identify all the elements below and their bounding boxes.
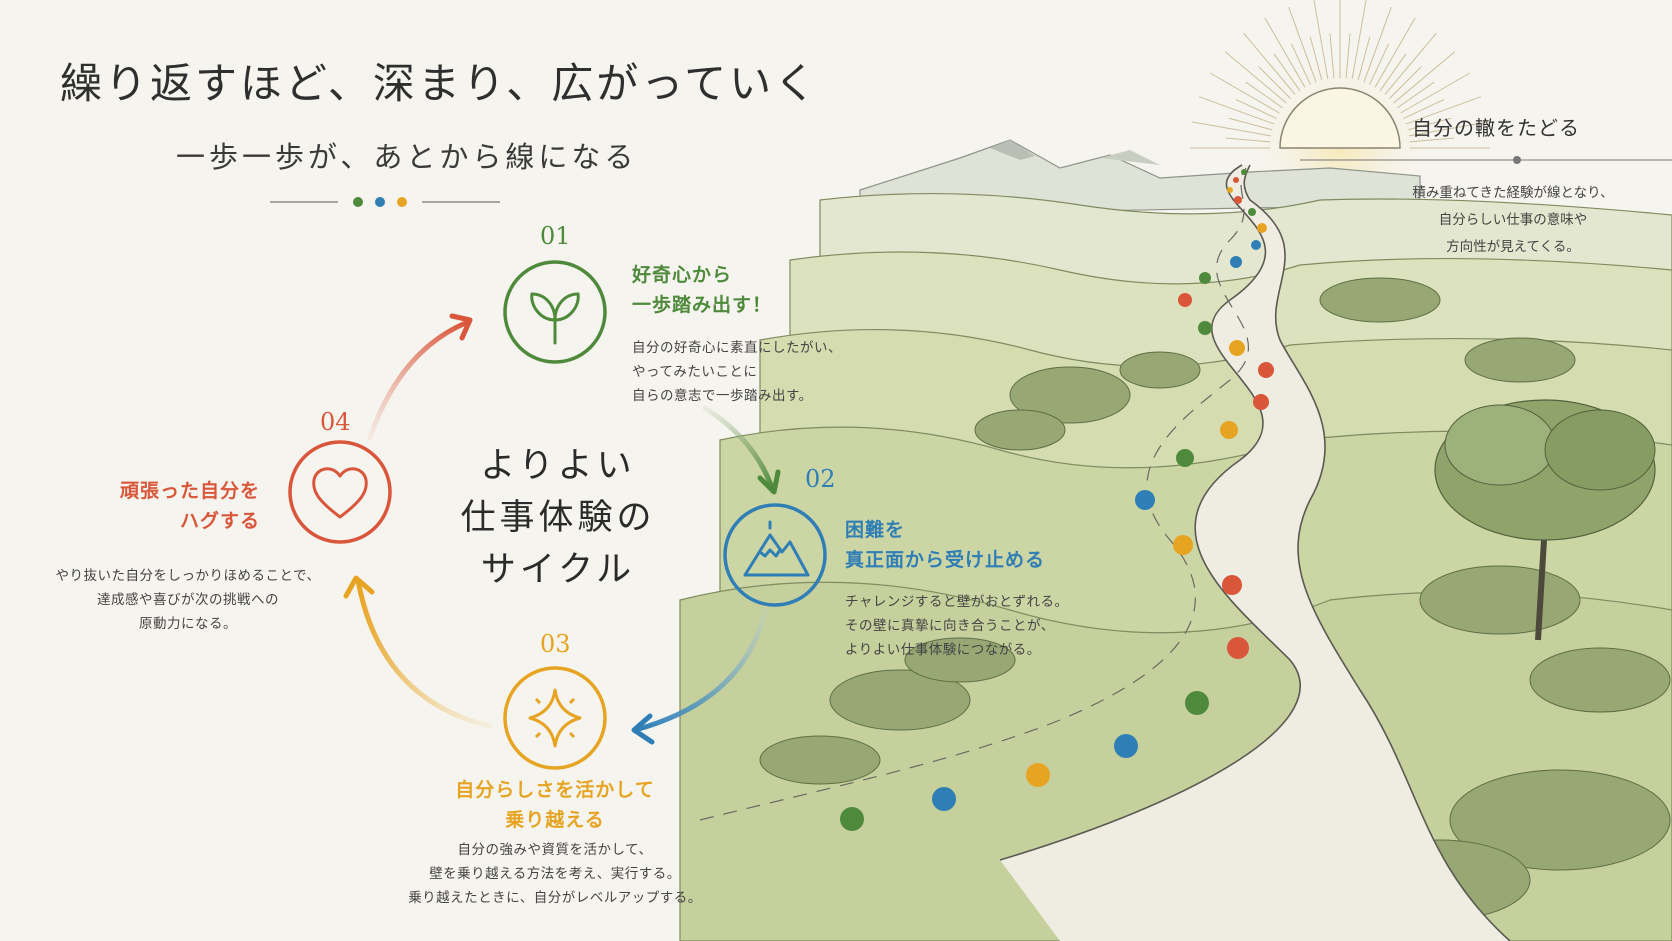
sun-ray [1225,137,1271,143]
path-dot [1253,394,1269,410]
path-dot [1233,177,1239,183]
step-01-number: 01 [540,222,571,250]
sun-ray [1258,66,1291,99]
step-02-number: 02 [805,465,836,493]
path-dot [1176,449,1194,467]
sun-ray [1309,36,1323,81]
step-04-heading: 頑張った自分を ハグする [119,480,260,532]
step-01-circle [503,260,607,364]
cycle-center-label: よりよい 仕事体験の サイクル [460,446,656,590]
sun-ray [1273,53,1301,91]
path-dot [1114,734,1138,758]
step-04-circle [288,440,392,544]
sun-ray [1369,43,1390,85]
sun-ray [1389,66,1422,99]
path-dot [1135,490,1155,510]
sun-ray [1384,32,1437,95]
step-02-body: チャレンジすると壁がおとずれる。 その壁に真摯に向き合うことが、 よりよい仕事体… [845,594,1069,658]
page-subtitle: 一歩一歩が、あとから線になる [176,140,638,174]
path-dot [1227,187,1233,193]
sun-ray [1288,6,1317,83]
sun-ray [1290,43,1311,85]
sparkle-icon [528,688,582,748]
sun-ray [1409,137,1455,143]
sun-ray [1407,117,1452,131]
sun-ray [1209,72,1280,114]
sun-ray [1329,33,1335,79]
path-dot [932,787,956,811]
sun-ray [1345,33,1351,79]
path-dot [1185,691,1209,715]
step-04-number: 04 [320,408,351,436]
path-dot [1199,272,1211,284]
step-01-body: 自分の好奇心に素直にしたがい、 やってみたいことに 自らの意志で一歩踏み出す。 [632,340,842,404]
sun-ray [1397,81,1435,109]
path-dot [1220,421,1238,439]
path-dot [1026,763,1050,787]
path-dot [1248,208,1256,216]
sun-ray [1363,6,1392,83]
path-dots [840,169,1274,831]
arrow-01-to-02 [702,405,781,495]
path-dot [1227,637,1249,659]
step-03-body: 自分の強みや資質を活かして、 壁を乗り越える方法を考え、実行する。 乗り越えたと… [408,842,702,906]
tree [1434,399,1656,641]
sun-ray [1379,53,1407,91]
path-dot [1229,340,1245,356]
sun-ray [1235,98,1277,119]
shrubs [759,277,1671,921]
path-dot [1173,535,1193,555]
path-dot [1251,240,1261,250]
mountain-icon [743,520,810,577]
right-panel-rule-dot [1513,156,1521,164]
sun-ray [1313,0,1329,80]
step-02-circle [723,503,827,607]
path-dot [840,807,864,831]
sun-ray [1403,98,1445,119]
sun-ray [1245,81,1283,109]
sun-ray [1224,51,1287,104]
sun-ray [1408,121,1488,137]
path-dot [1178,293,1192,307]
page-title: 繰り返すほど、深まり、広がっていく [60,59,820,108]
path-dot [1230,256,1242,268]
sun-ray [1374,17,1416,88]
sun-ray [1357,36,1371,81]
title-divider [270,197,500,207]
step-04-body: やり抜いた自分をしっかりほめることで、 達成感や喜びが次の挑戦への 原動力になる… [55,568,321,632]
sun-ray [1264,17,1306,88]
path-dot [1198,321,1212,335]
step-03-number: 03 [540,630,571,658]
sprout-icon [530,292,580,345]
path-panel-body: 積み重ねてきた経験が線となり、 自分らしい仕事の意味や 方向性が見えてくる。 [1412,185,1614,255]
arrow-02-to-03 [631,607,768,745]
sun-ray [1228,117,1273,131]
sun-ray [1351,0,1367,80]
step-03-heading: 自分らしさを活かして 乗り越える [455,779,655,831]
arrow-03-to-04 [343,575,493,729]
sun-ray [1192,121,1272,137]
sun-ray [1393,51,1456,104]
sun-ray [1243,32,1296,95]
sun-ray [1198,96,1275,125]
path-dot [1234,196,1242,204]
sun-ray [1400,72,1471,114]
arrow-04-to-01 [367,313,473,441]
path-panel-title: 自分の轍をたどる [1412,116,1580,140]
heart-icon [312,467,368,519]
step-02-heading: 困難を 真正面から受け止める [845,519,1046,571]
path-dot [1241,169,1247,175]
step-01-heading: 好奇心から 一歩踏み出す！ [632,264,773,316]
path-dot [1258,362,1274,378]
sun-ray [1405,96,1482,125]
path-dot [1257,223,1267,233]
step-03-circle [503,666,607,770]
path-dot [1222,575,1242,595]
